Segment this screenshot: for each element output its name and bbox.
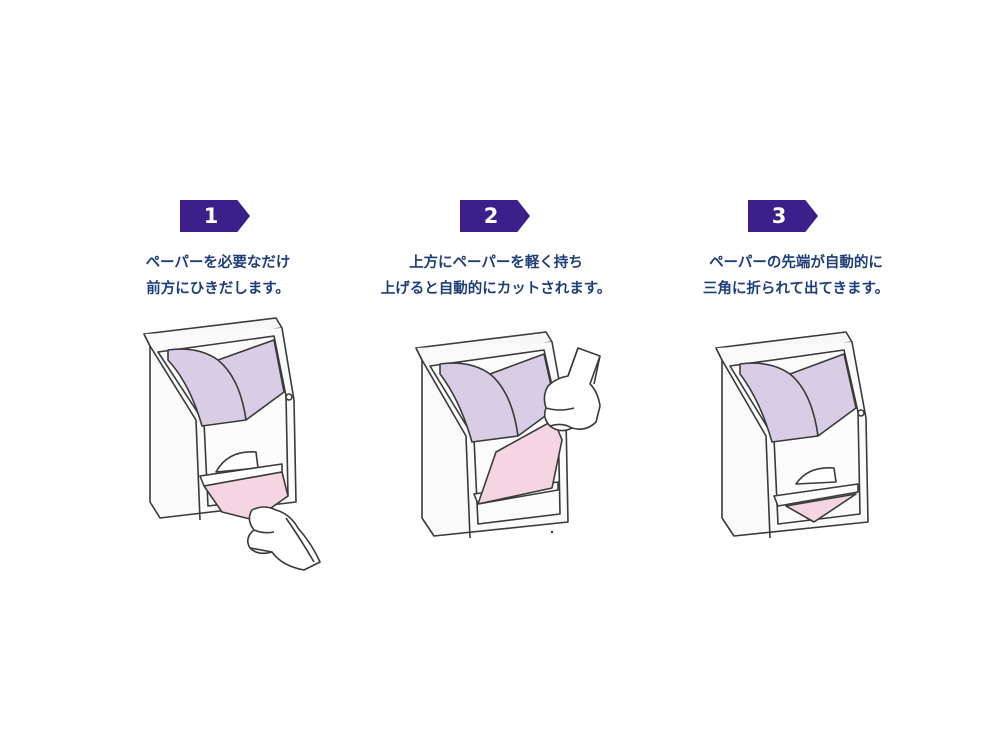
caption-line-2: 前方にひきだします。 [146,281,290,297]
step-number-badge: 1 [180,200,250,232]
step-number-badge: 3 [748,200,818,232]
dispenser-pull-forward-illustration [143,317,321,571]
step-caption: 上方にペーパーを軽く持ち 上げると自動的にカットされます。 [346,250,646,302]
step-number: 2 [483,204,499,228]
step-caption: ペーパーを必要なだけ 前方にひきだします。 [68,250,368,302]
step-number: 1 [203,204,219,228]
step-number: 3 [771,204,787,228]
step-number-badge: 2 [460,200,530,232]
caption-line-1: ペーパーを必要なだけ [145,255,291,271]
dispenser-illustration [346,300,646,600]
caption-line-1: 上方にペーパーを軽く持ち [409,255,583,271]
dispenser-illustration [68,300,368,600]
caption-line-2: 上げると自動的にカットされます。 [380,281,612,297]
step-3: 3 ペーパーの先端が自動的に 三角に折られて出てきます。 [646,0,946,750]
step-caption: ペーパーの先端が自動的に 三角に折られて出てきます。 [646,250,946,302]
caption-line-1: ペーパーの先端が自動的に [709,255,883,271]
dispenser-triangle-fold-illustration [715,331,869,539]
step-2: 2 上方にペーパーを軽く持ち 上げると自動的にカットされます。 [346,0,646,750]
step-1: 1 ペーパーを必要なだけ 前方にひきだします。 [68,0,368,750]
dispenser-illustration [646,300,946,600]
dispenser-lift-cut-illustration [415,331,601,539]
caption-line-2: 三角に折られて出てきます。 [702,281,890,297]
